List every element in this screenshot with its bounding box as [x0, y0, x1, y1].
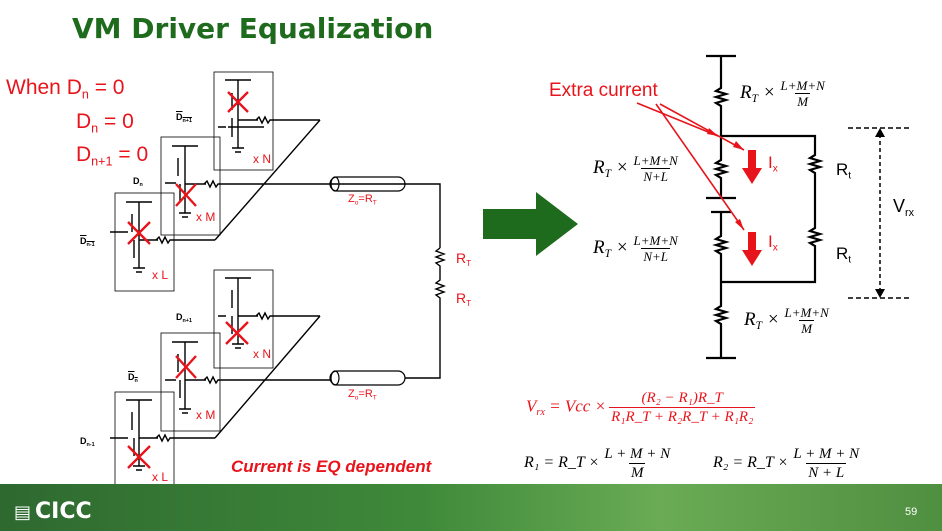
extra-current-label: Extra current	[549, 80, 658, 101]
page-number: 59	[905, 506, 918, 518]
mult-m-top: x M	[196, 210, 216, 224]
current-note: Current is EQ dependent	[231, 457, 432, 476]
driver-box-n-bottom	[213, 269, 274, 369]
transform-arrow	[483, 192, 578, 256]
mult-n-bottom: x N	[253, 347, 271, 361]
rt-label-bottom: Rt	[836, 244, 852, 266]
ix-arrow-bottom	[742, 232, 762, 266]
driver-box-m-top	[160, 136, 221, 236]
mult-l-top: x L	[152, 268, 169, 282]
pin-dn1-bottom: Dn+1	[176, 312, 192, 324]
pin-dn1-bar: Dn+1	[176, 112, 192, 124]
line-impedance-bottom: Zo=RT	[348, 388, 377, 402]
termination-label-bottom: RT	[456, 290, 472, 308]
condition-line-1: When Dn = 0	[6, 76, 125, 102]
termination-label-top: RT	[456, 250, 472, 268]
pin-dnm1-bottom: Dn-1	[80, 436, 95, 448]
logo-icon: ▤	[14, 502, 32, 523]
ix-arrow-top	[742, 150, 762, 184]
footer-bar	[0, 484, 942, 531]
vrx-label: Vrx	[893, 196, 915, 219]
pin-dnm1-bar: Dn-1	[80, 236, 95, 248]
slide-title: VM Driver Equalization	[72, 12, 434, 45]
mult-m-bottom: x M	[196, 408, 216, 422]
ix-label-top: Ix	[768, 153, 778, 175]
driver-box-n-top	[213, 71, 274, 171]
line-impedance-top: Zo=RT	[348, 193, 377, 207]
condition-line-3: Dn+1 = 0	[76, 143, 149, 169]
ix-label-bottom: Ix	[768, 232, 778, 254]
mult-l-bottom: x L	[152, 470, 169, 484]
mult-n-top: x N	[253, 152, 271, 166]
rt-label-top: Rt	[836, 160, 852, 182]
disabled-x-mark	[227, 91, 249, 113]
driver-box-m-bottom	[160, 332, 221, 432]
condition-line-2: Dn = 0	[76, 110, 134, 136]
cicc-logo: ▤CICC	[14, 499, 92, 524]
driver-box-l-top	[114, 192, 175, 292]
pin-dn: Dn	[133, 176, 143, 188]
pin-dn-bar-bottom: Dn	[128, 372, 138, 384]
